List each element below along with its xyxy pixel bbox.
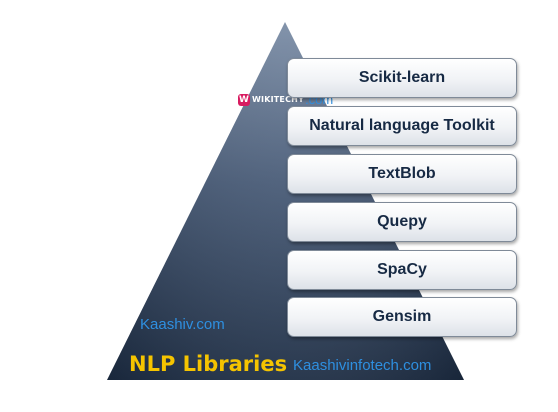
watermark-kaashivinfotech: Kaashivinfotech.com [293,357,432,374]
tier-spacy: SpaCy [287,250,517,290]
tier-quepy: Quepy [287,202,517,242]
tier-gensim: Gensim [287,297,517,337]
watermark-kaashiv: Kaashiv.com [140,316,225,333]
tier-textblob: TextBlob [287,154,517,194]
tier-scikit-learn: Scikit-learn [287,58,517,98]
logo-mark-icon: W [238,93,250,106]
diagram-title: NLP Libraries [129,352,288,376]
logo-wordmark: WIKITECHY [252,95,305,104]
tier-natural-language-toolkit: Natural language Toolkit [287,106,517,146]
